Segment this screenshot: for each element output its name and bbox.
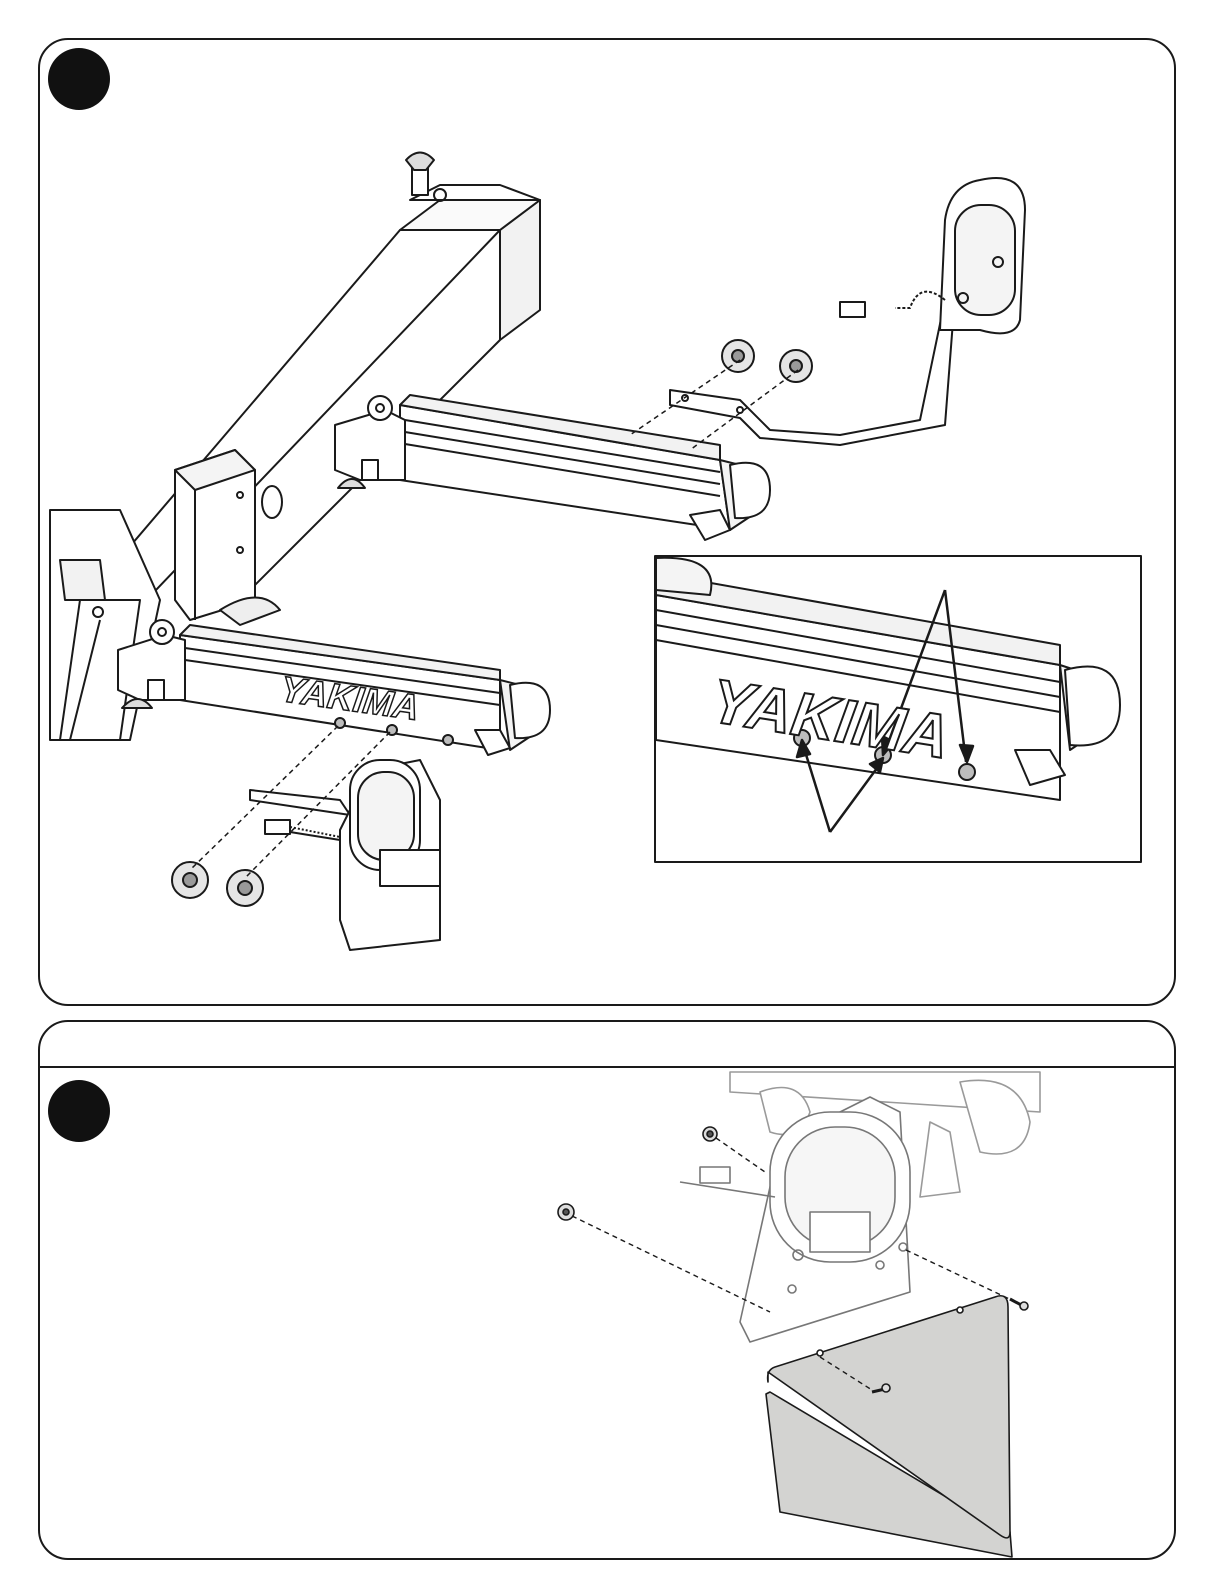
upper-knobs [722,340,812,382]
light-bracket-upper [670,178,1025,445]
lower-knobs [172,862,263,906]
step-1-illustration: YAKIMA YAKIMA [40,40,1176,1006]
license-plate [766,1296,1012,1557]
step-2-illustration [40,1022,1176,1560]
step-2-panel [38,1020,1176,1560]
upper-bike-arm [335,395,770,540]
light-bracket-lower [250,760,440,950]
step-1-panel: YAKIMA YAKIMA [38,38,1176,1006]
